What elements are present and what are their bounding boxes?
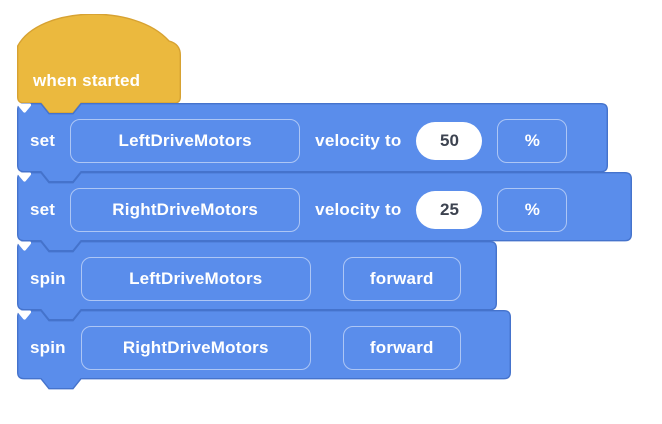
motor-dropdown-value: LeftDriveMotors	[118, 130, 252, 150]
direction-dropdown[interactable]: forward	[18, 241, 461, 301]
direction-dropdown-value: forward	[369, 337, 434, 357]
motor-dropdown-value: RightDriveMotors	[122, 337, 269, 357]
velocity-value-input[interactable]: 50	[416, 121, 483, 160]
spin-label: spin	[30, 337, 66, 357]
spin-label: spin	[30, 268, 66, 288]
motor-dropdown-value: LeftDriveMotors	[129, 268, 263, 288]
velocity-value-input[interactable]: 25	[416, 190, 483, 229]
chevron-down-icon	[18, 103, 31, 113]
velocity-value: 50	[439, 130, 459, 150]
set-velocity-block-left[interactable]: set LeftDriveMotors velocity to 50 %	[17, 103, 608, 183]
chevron-down-icon	[18, 172, 31, 182]
unit-dropdown-value: %	[524, 199, 541, 219]
unit-dropdown[interactable]: %	[18, 172, 568, 232]
motor-dropdown[interactable]: RightDriveMotors	[18, 310, 311, 370]
velocity-to-label: velocity to	[315, 130, 402, 150]
unit-dropdown[interactable]: %	[18, 103, 568, 163]
hat-label: when started	[33, 70, 141, 90]
motor-dropdown[interactable]: LeftDriveMotors	[18, 241, 311, 301]
chevron-down-icon	[18, 241, 31, 251]
direction-dropdown[interactable]: forward	[18, 310, 461, 370]
set-velocity-block-right[interactable]: set RightDriveMotors velocity to 25 %	[17, 172, 632, 252]
motor-dropdown-value: RightDriveMotors	[112, 199, 259, 219]
hat-block-shape	[17, 14, 181, 114]
motor-dropdown[interactable]: RightDriveMotors	[18, 172, 301, 232]
set-label: set	[30, 199, 56, 219]
direction-dropdown-value: forward	[369, 268, 434, 288]
unit-dropdown-value: %	[524, 130, 541, 150]
chevron-down-icon	[18, 310, 31, 320]
velocity-to-label: velocity to	[315, 199, 402, 219]
velocity-value: 25	[439, 199, 459, 219]
spin-block-right[interactable]: spin RightDriveMotors forward	[17, 310, 511, 390]
set-label: set	[30, 130, 56, 150]
motor-dropdown[interactable]: LeftDriveMotors	[18, 103, 301, 163]
spin-block-left[interactable]: spin LeftDriveMotors forward	[17, 241, 497, 321]
when-started-hat-block[interactable]: when started	[17, 14, 181, 115]
